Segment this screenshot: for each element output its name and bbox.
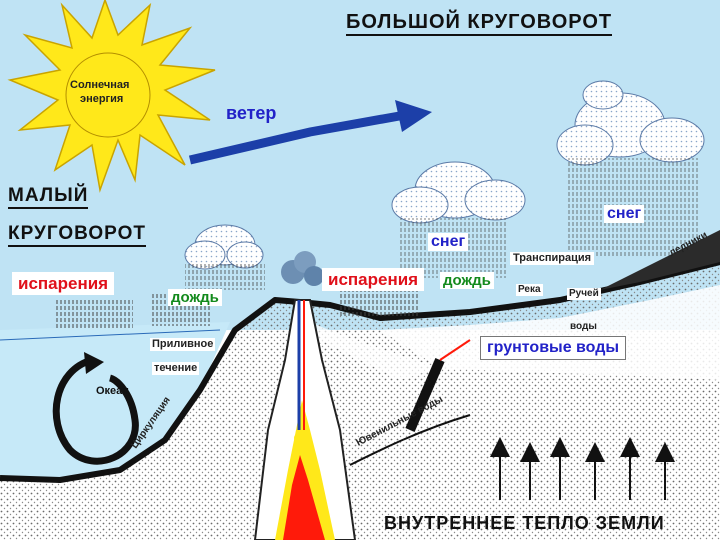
cloud-right bbox=[556, 80, 705, 258]
sun-label-line1: Солнечная bbox=[70, 79, 130, 91]
big-cycle-title: БОЛЬШОЙ КРУГОВОРОТ bbox=[346, 12, 613, 36]
evaporation-hatch-left bbox=[55, 298, 133, 328]
transpiration-label: Транспирация bbox=[510, 252, 595, 265]
ocean-label: Океан bbox=[96, 385, 129, 397]
wind-arrow bbox=[188, 110, 406, 165]
stream-label: Ручей bbox=[567, 288, 601, 300]
tidal-label-line1: Приливное bbox=[150, 338, 216, 351]
cloud-left bbox=[184, 224, 265, 290]
evaporation-hatch-right bbox=[340, 286, 420, 316]
small-cycle-title-line2: КРУГОВОРОТ bbox=[8, 224, 146, 247]
evaporation-label-right: испарения bbox=[322, 268, 425, 291]
sun-label-line2: энергия bbox=[80, 93, 124, 105]
small-cycle-title-line1: МАЛЫЙ bbox=[8, 186, 89, 209]
rain-label-right: дождь bbox=[440, 272, 494, 289]
rain-label-left: дождь bbox=[168, 289, 222, 306]
snow-label-right: снег bbox=[604, 205, 645, 223]
surface-waters-label: воды bbox=[570, 321, 597, 332]
snow-label-middle: снег bbox=[428, 233, 469, 251]
inner-heat-label: ВНУТРЕННЕЕ ТЕПЛО ЗЕМЛИ bbox=[384, 513, 665, 533]
magma bbox=[283, 455, 325, 540]
mountain-slope bbox=[600, 230, 720, 290]
ocean bbox=[0, 322, 230, 480]
river-label: Река bbox=[516, 284, 543, 296]
tidal-label-line2: течение bbox=[152, 362, 200, 375]
surface-line bbox=[0, 259, 720, 483]
volcano-smoke bbox=[281, 251, 324, 286]
groundwater-label: грунтовые воды bbox=[480, 336, 627, 360]
evaporation-label-left: испарения bbox=[12, 272, 115, 295]
heat-arrows bbox=[490, 437, 675, 500]
circulation-arrow bbox=[52, 356, 139, 465]
wind-label: ветер bbox=[226, 103, 277, 123]
sun bbox=[7, 0, 216, 193]
